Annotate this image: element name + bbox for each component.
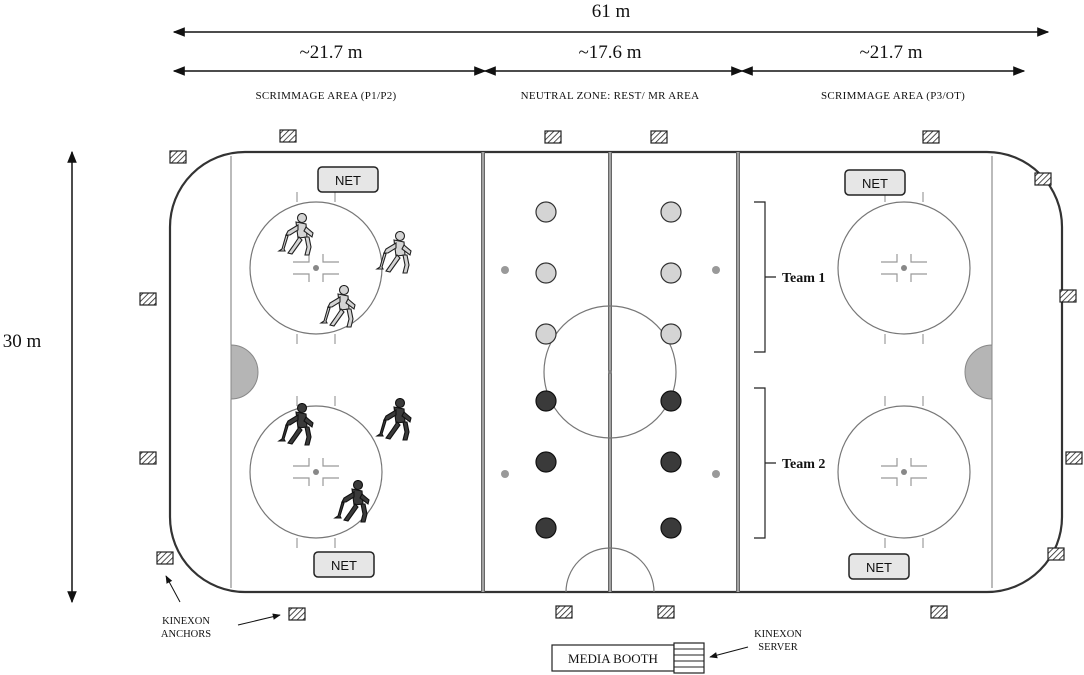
goal-crease-right (964, 344, 993, 400)
player-marker (660, 517, 682, 539)
center-circle (543, 305, 677, 439)
kinexon-anchors (139, 129, 1083, 621)
zone-label-left: SCRIMMAGE AREA (P1/P2) (255, 90, 396, 102)
player-marker (535, 517, 557, 539)
net-right-top: NET (844, 169, 906, 196)
anchor-icon (555, 605, 573, 619)
dimension-zones: ~21.7 m ~17.6 m ~21.7 m (172, 42, 1026, 76)
faceoff-dot (501, 266, 509, 274)
player-marker (660, 390, 682, 412)
anchor-icon (1065, 451, 1083, 465)
anchor-icon (922, 130, 940, 144)
player-marker (535, 262, 557, 284)
anchor-icon (1034, 172, 1052, 186)
faceoff-dot (712, 266, 720, 274)
dimension-width: 30 m (3, 150, 77, 604)
anchor-icon (1047, 547, 1065, 561)
team2-resting (535, 390, 682, 539)
anchor-icon (156, 551, 174, 565)
left-zone-length: ~21.7 m (299, 42, 362, 63)
anchor-icon (169, 150, 187, 164)
dimension-total: 61 m (172, 1, 1050, 37)
media-booth: MEDIA BOOTH (551, 644, 675, 672)
player-marker (660, 323, 682, 345)
player-marker (660, 262, 682, 284)
zone-label-right: SCRIMMAGE AREA (P3/OT) (821, 90, 965, 102)
server-label-line1: KINEXON (754, 629, 802, 640)
anchor-icon (544, 130, 562, 144)
anchor-icon (930, 605, 948, 619)
net-left-top: NET (317, 166, 379, 193)
anchor-icon (279, 129, 297, 143)
total-length-label: 61 m (592, 1, 631, 22)
team2-bracket (754, 387, 776, 539)
zone-label-middle: NEUTRAL ZONE: REST/ MR AREA (521, 90, 700, 102)
faceoff-dot (712, 470, 720, 478)
player-marker (535, 323, 557, 345)
net-label: NET (862, 176, 888, 191)
right-zone-length: ~21.7 m (859, 42, 922, 63)
referee-crease (565, 547, 655, 593)
faceoff-dot (501, 470, 509, 478)
anchor-icon (657, 605, 675, 619)
middle-zone-length: ~17.6 m (578, 42, 641, 63)
player-marker (535, 451, 557, 473)
kinexon-server: KINEXON SERVER (673, 629, 802, 674)
player-marker (535, 390, 557, 412)
anchors-label-line2: ANCHORS (161, 629, 211, 640)
net-label: NET (331, 558, 357, 573)
anchor-icon (139, 292, 157, 306)
net-left-bottom: NET (313, 551, 375, 578)
net-right-bottom: NET (848, 553, 910, 580)
player-marker (660, 201, 682, 223)
media-booth-label: MEDIA BOOTH (568, 651, 658, 666)
team1-bracket (754, 201, 776, 353)
server-label-line2: SERVER (758, 642, 797, 653)
anchor-icon (288, 607, 306, 621)
net-label: NET (866, 560, 892, 575)
anchors-label-line1: KINEXON (162, 616, 210, 627)
goal-crease-left (230, 344, 259, 400)
anchor-icon (650, 130, 668, 144)
anchors-callout: KINEXON ANCHORS (161, 575, 281, 640)
team1-label: Team 1 (782, 271, 825, 286)
player-marker (535, 201, 557, 223)
server-icon (673, 642, 705, 674)
anchor-icon (1059, 289, 1077, 303)
player-marker (660, 451, 682, 473)
team2-label: Team 2 (782, 457, 825, 472)
faceoff-circle-right-bottom (837, 396, 971, 548)
width-label: 30 m (3, 331, 42, 352)
anchor-icon (139, 451, 157, 465)
net-label: NET (335, 173, 361, 188)
faceoff-circle-left-bottom (249, 396, 383, 548)
faceoff-circle-right-top (837, 192, 971, 344)
team1-resting (535, 201, 682, 345)
